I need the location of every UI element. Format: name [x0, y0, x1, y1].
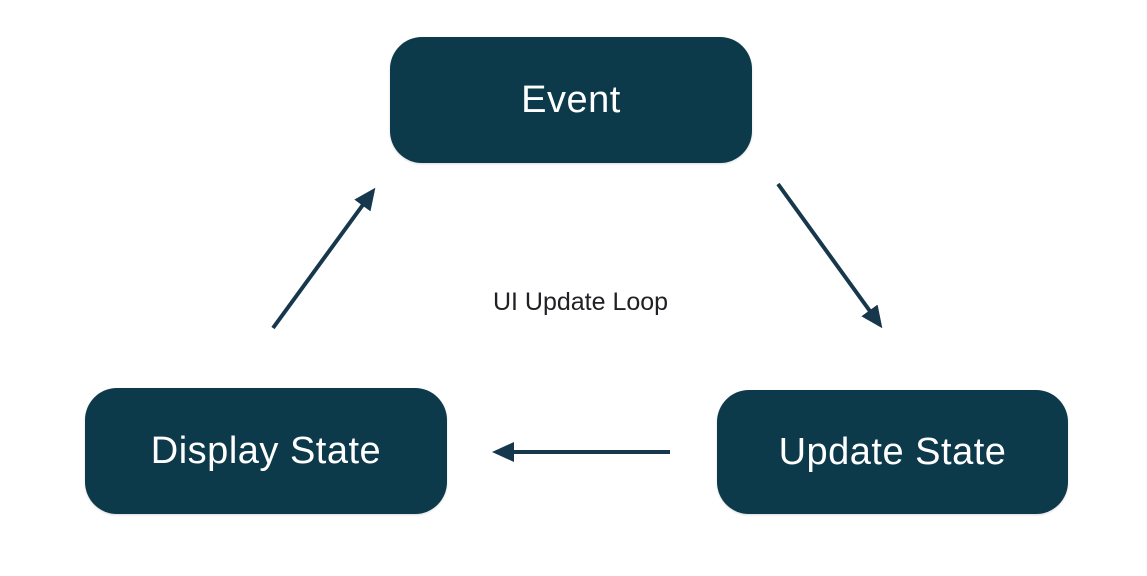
- diagram-title: UI Update Loop: [492, 288, 669, 316]
- arrow-display-state-to-event: [271, 187, 376, 330]
- node-update-state: Update State: [717, 390, 1068, 514]
- node-display-state: Display State: [85, 388, 447, 514]
- node-event: Event: [390, 37, 752, 163]
- node-display-state-label: Display State: [150, 429, 382, 472]
- arrow-event-to-update-state: [776, 182, 883, 329]
- node-update-state-label: Update State: [778, 430, 1007, 473]
- node-event-label: Event: [521, 78, 621, 121]
